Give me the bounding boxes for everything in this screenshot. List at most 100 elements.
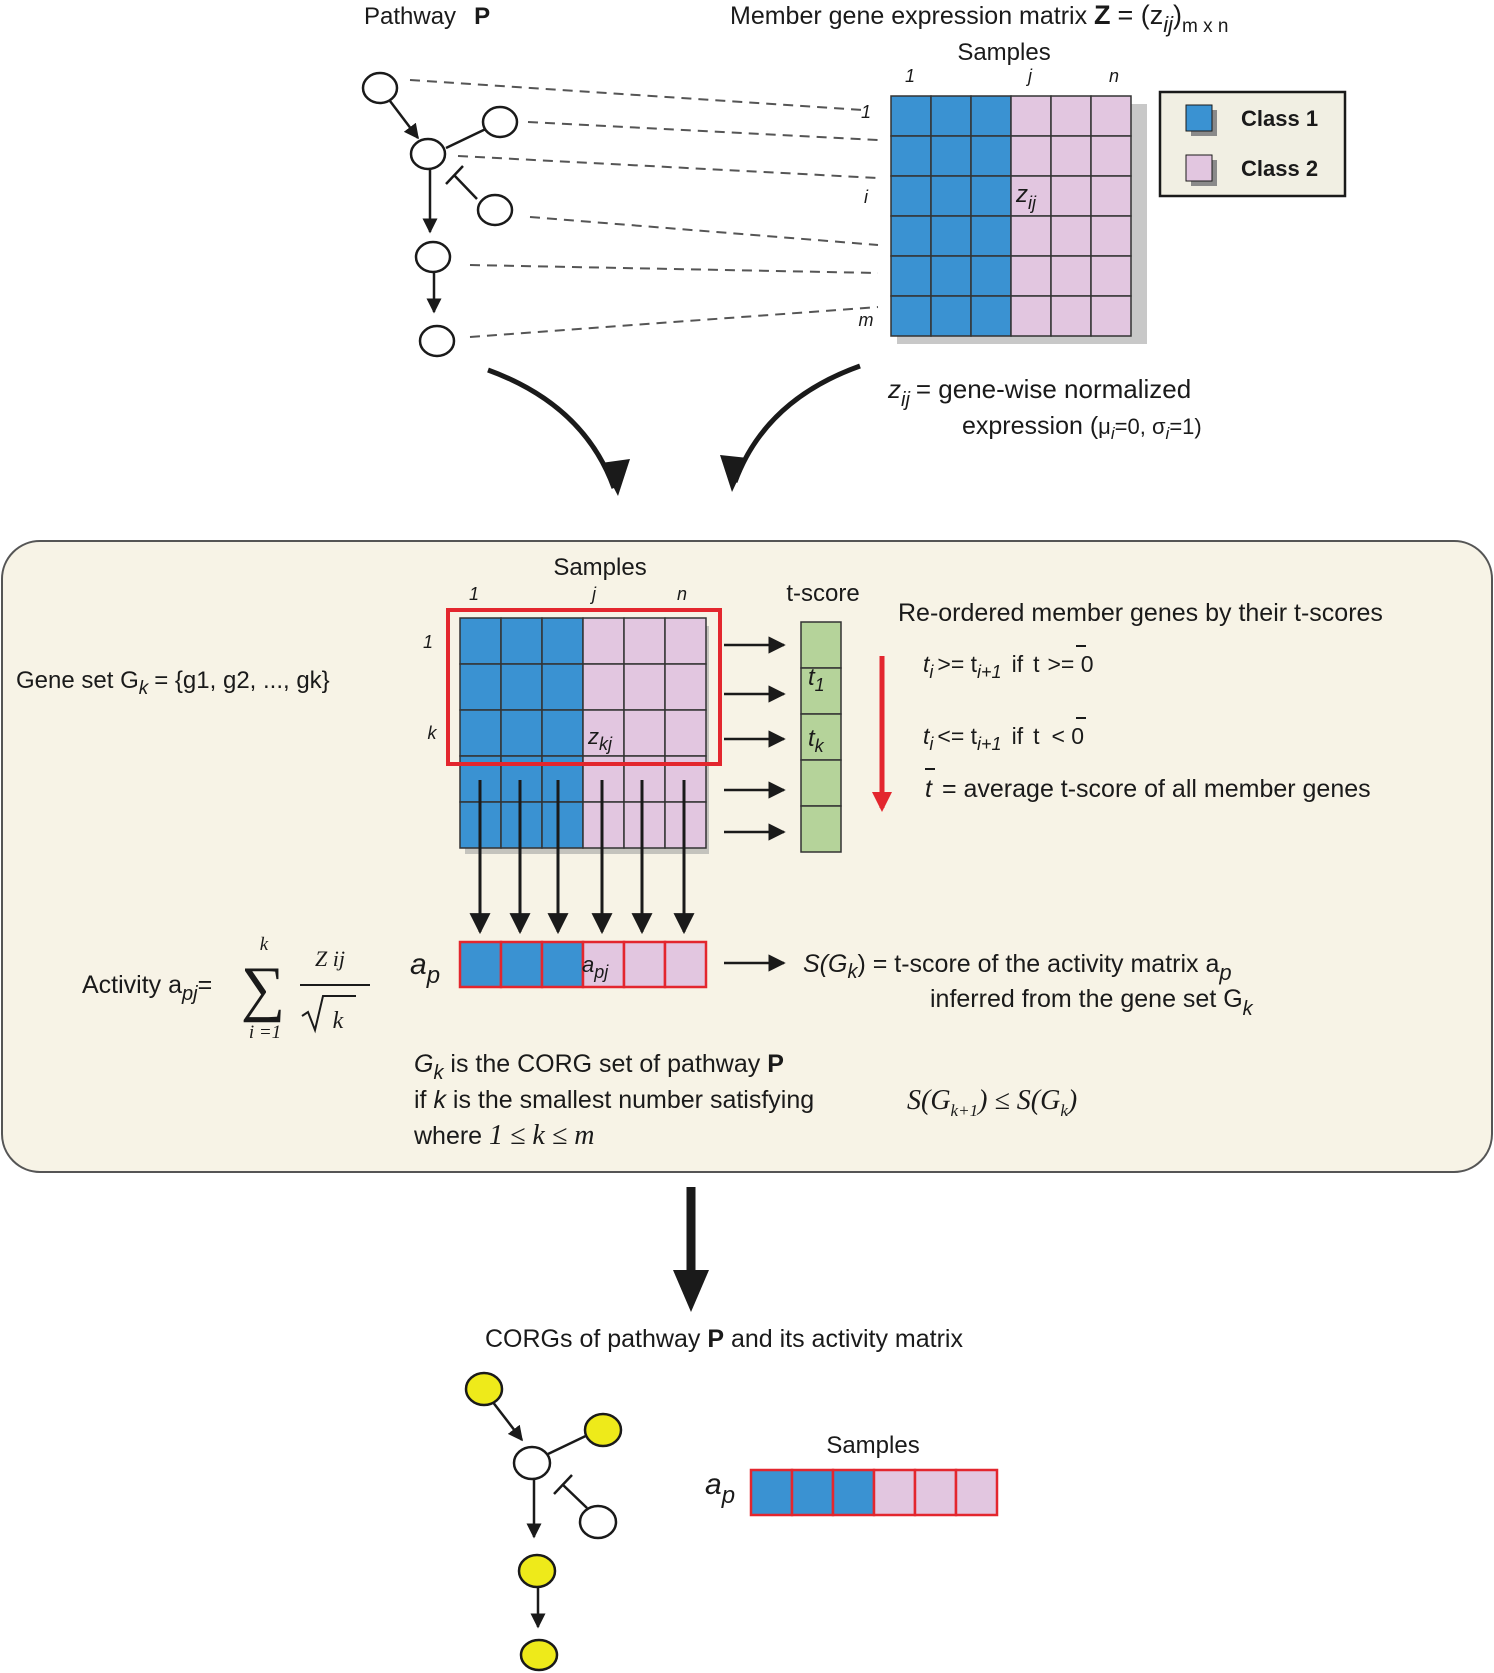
top-matrix-cell-r2-c5 (1050, 135, 1092, 177)
activity-cell-r1-c6 (663, 940, 708, 989)
corg-node-6 (519, 1638, 559, 1672)
corg-definition-line2: if k is the smallest number satisfying (414, 1086, 814, 1114)
top-matrix-cell-r3-c2 (930, 175, 972, 217)
col-label-j: j (1025, 66, 1033, 86)
corg-node-4 (578, 1504, 618, 1540)
bottom-activity-cell-r1-c2 (790, 1468, 835, 1517)
top-matrix-cell-r1-c5 (1050, 95, 1092, 137)
node-3 (409, 137, 447, 171)
panel-matrix-cell-r2-c3 (541, 663, 584, 711)
top-matrix-cell-r5-c2 (930, 255, 972, 297)
edge-inhibit (453, 174, 478, 200)
panel-matrix-cell-r1-c2 (500, 617, 543, 665)
top-matrix-cell-r1-c1 (890, 95, 932, 137)
node-6 (418, 324, 456, 358)
activity-cell-r1-c1 (458, 940, 503, 989)
top-matrix-cell-r6-c6 (1090, 295, 1132, 337)
corg-definition-line1: Gk is the CORG set of pathway P (414, 1050, 784, 1084)
top-matrix-cell-r4-c5 (1050, 215, 1092, 257)
top-matrix-cell-r5-c3 (970, 255, 1012, 297)
panel-col-labels: 1 j n (469, 584, 687, 604)
legend: Class 1 Class 2 (1158, 90, 1347, 198)
tscore-cell-r4-c1 (800, 759, 842, 807)
top-matrix-cell-r4-c2 (930, 215, 972, 257)
tscore-column (800, 621, 842, 853)
map-line-2 (527, 121, 879, 141)
sum-sigma: ∑ (241, 955, 285, 1023)
method-panel (1, 540, 1493, 1173)
normalization-note-line1: zij= gene-wise normalized (887, 374, 1191, 411)
legend-swatch-class2 (1185, 154, 1213, 182)
panel-matrix-cell-r3-c2 (500, 709, 543, 757)
row-label-i: i (864, 187, 869, 207)
panel-matrix-cell-r3-c3 (541, 709, 584, 757)
top-matrix-cell-r4-c3 (970, 215, 1012, 257)
top-matrix-cell-r6-c2 (930, 295, 972, 337)
curved-arrow-right (732, 363, 861, 483)
map-line-6 (469, 306, 879, 338)
matrix-title: Member gene expression matrix Z = (zij)m… (730, 0, 1229, 37)
legend-label-class2: Class 2 (1241, 156, 1318, 181)
curved-arrow-left-head (601, 459, 630, 496)
activity-vector (458, 940, 708, 989)
top-matrix-cell-r5-c6 (1090, 255, 1132, 297)
tscore-label: t-score (786, 580, 859, 607)
bottom-activity-cell-r1-c6 (954, 1468, 999, 1517)
panel-matrix-cell-r1-c3 (541, 617, 584, 665)
panel-matrix-cell-r1-c5 (623, 617, 666, 665)
map-line-1 (409, 79, 863, 111)
panel-matrix-cell-r3-c4 (582, 709, 625, 757)
top-cell-zij: zij (1015, 181, 1037, 213)
tbar-definition: t= average t-score of all member genes (925, 775, 1371, 803)
bottom-activity-vector (749, 1468, 999, 1517)
top-matrix-cell-r2-c3 (970, 135, 1012, 177)
panel-col-label-n: n (677, 584, 687, 604)
corg-node-5 (517, 1553, 557, 1589)
node-1 (361, 71, 399, 105)
bottom-activity-label: ap (705, 1468, 735, 1509)
top-samples-label: Samples (957, 39, 1050, 66)
activity-cell-r1-c2 (499, 940, 544, 989)
col-label-n: n (1109, 66, 1119, 86)
map-line-4 (529, 216, 879, 246)
panel-matrix-cell-r2-c1 (459, 663, 502, 711)
panel-matrix-cell-r1-c6 (664, 617, 707, 665)
top-matrix-cell-r2-c2 (930, 135, 972, 177)
legend-swatch-class1 (1185, 104, 1213, 132)
panel-row-label-k: k (428, 723, 438, 743)
bottom-activity-cell-r1-c3 (831, 1468, 876, 1517)
legend-label-class1: Class 1 (1241, 106, 1318, 131)
panel-row-label-1: 1 (423, 632, 433, 652)
top-matrix-cell-r5-c1 (890, 255, 932, 297)
sum-lower-limit: i =1 (249, 1022, 281, 1043)
reorder-title: Re-ordered member genes by their t-score… (898, 599, 1383, 627)
bottom-samples-label: Samples (826, 1432, 919, 1459)
gene-set-definition: Gene set Gk= {g1, g2, ..., gk} (16, 667, 330, 699)
panel-col-label-1: 1 (469, 584, 479, 604)
edge-1-3 (389, 100, 419, 140)
panel-matrix-cell-r3-c5 (623, 709, 666, 757)
bottom-title: CORGs of pathway P and its activity matr… (485, 1325, 963, 1353)
row-label-1: 1 (861, 102, 871, 122)
formula-sqrt (301, 995, 356, 1034)
panel-matrix-cell-r3-c1 (459, 709, 502, 757)
panel-col-label-j: j (589, 584, 597, 604)
activity-label: Activity apj= (82, 971, 212, 1005)
curved-arrow-right-head (720, 455, 748, 492)
formula-numerator: Z ij (315, 946, 345, 971)
mapping-lines (409, 79, 879, 338)
map-line-3 (457, 155, 879, 179)
top-row-labels: 1 i m (859, 102, 874, 330)
top-matrix-cell-r3-c6 (1090, 175, 1132, 217)
row-label-m: m (859, 310, 874, 330)
panel-cell-zkj: zkj (587, 724, 613, 754)
corg-edge-1-3 (491, 1400, 523, 1442)
top-matrix-cell-r3-c1 (890, 175, 932, 217)
tscore-cell-r3-c1 (800, 713, 842, 761)
sum-upper-limit: k (260, 934, 269, 955)
top-matrix-cell-r4-c4 (1010, 215, 1052, 257)
corg-edge-inhibit (561, 1483, 588, 1509)
